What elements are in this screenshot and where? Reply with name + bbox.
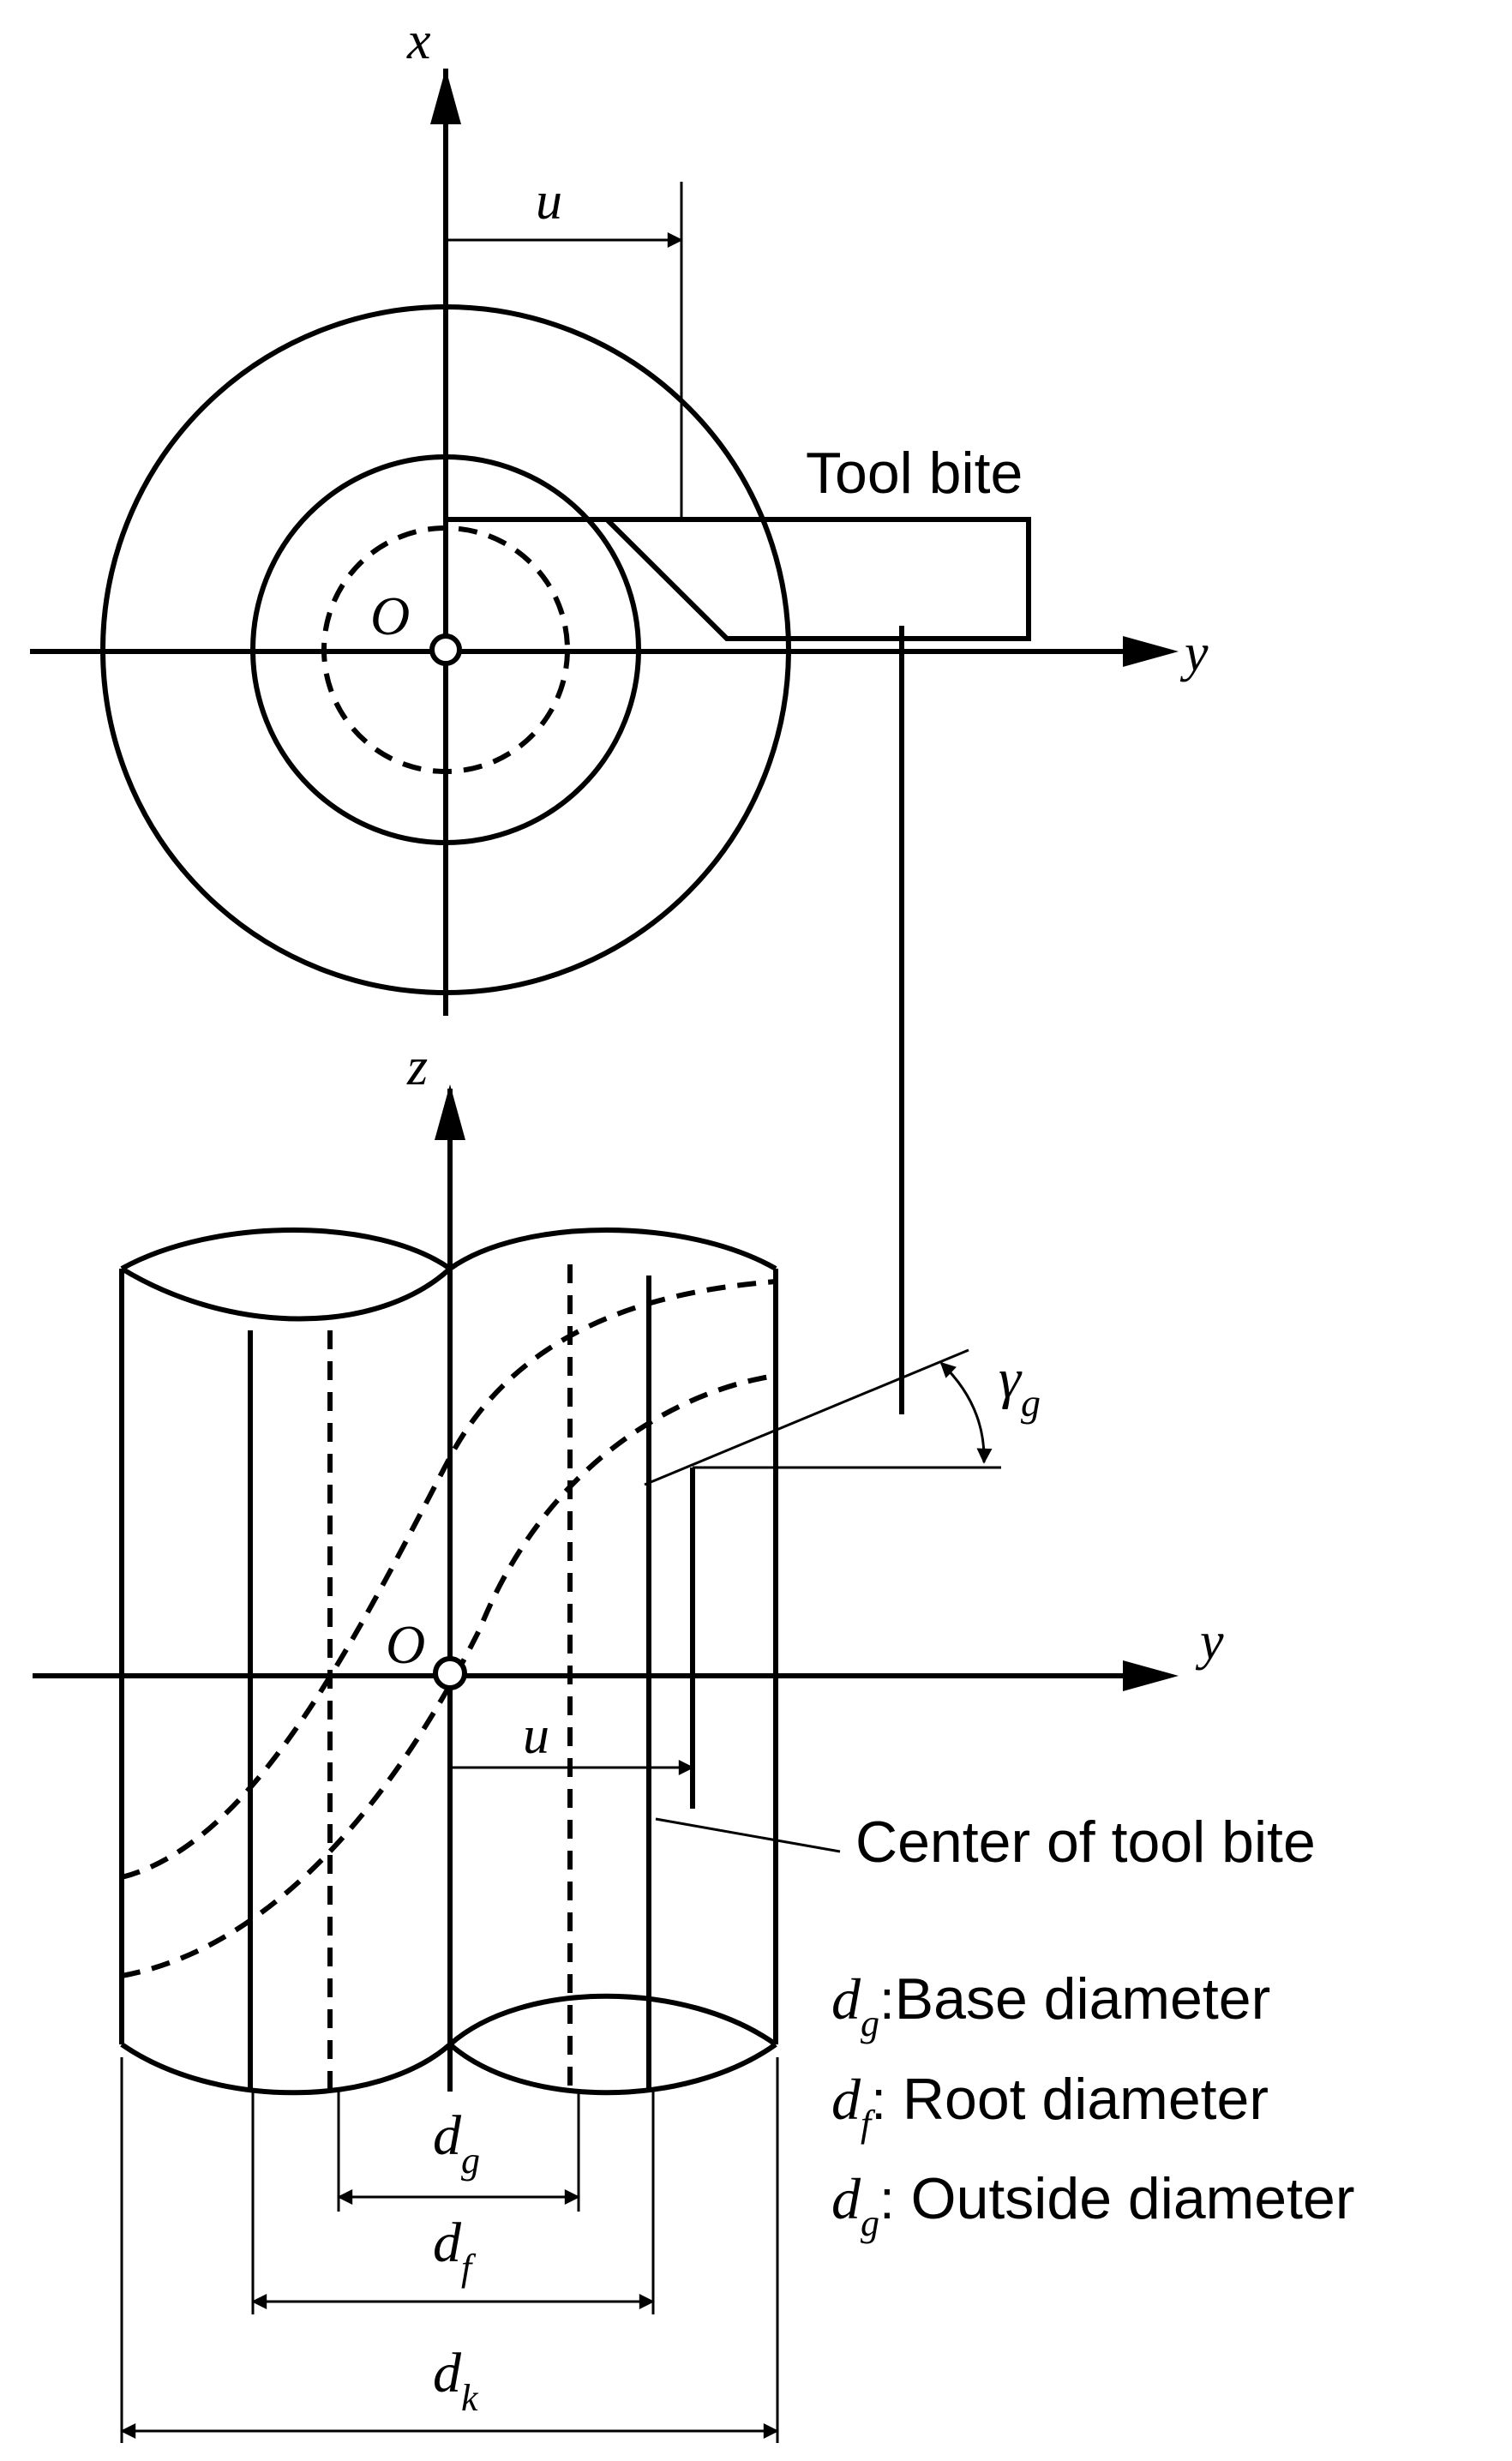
top-view <box>30 69 1179 1414</box>
origin-label-bottom: O <box>386 1614 425 1675</box>
gamma-symbol: γ <box>999 1348 1023 1410</box>
x-axis-arrowhead <box>430 69 461 124</box>
y-axis-bottom-arrowhead <box>1123 1660 1179 1691</box>
tool-bite <box>446 517 1031 641</box>
cylinder-top-inner <box>120 1266 453 1322</box>
origin-point-top <box>429 633 462 666</box>
axis-z-label: z <box>406 1038 428 1096</box>
legend-outside-diameter: dg: Outside diameter <box>831 2166 1354 2244</box>
helix-curve-1 <box>121 1279 777 1880</box>
gamma-angle-arc <box>939 1361 993 1464</box>
cylinder-bottom-inner <box>448 1993 777 2047</box>
gamma-label: γg <box>999 1348 1041 1425</box>
axis-y-label-bottom: y <box>1195 1612 1224 1671</box>
tool-tilt-line <box>644 1348 969 1486</box>
z-axis-arrowhead <box>435 1084 465 1140</box>
axis-x-label: x <box>406 12 431 70</box>
bottom-view <box>33 1084 1179 2443</box>
center-of-tool-bite-label: Center of tool bite <box>855 1810 1316 1875</box>
helix-curve-2 <box>121 1373 777 1978</box>
origin-label-top: O <box>370 585 410 646</box>
u-label-top: u <box>536 172 562 231</box>
labels: x y O u Tool bite z y O u γg Center of t… <box>370 12 1354 2419</box>
tool-bite-label: Tool bite <box>806 441 1023 506</box>
gamma-subscript: g <box>1021 1381 1041 1425</box>
center-leader-line <box>655 1817 841 1853</box>
y-axis-top-arrowhead <box>1123 636 1179 667</box>
legend-root-diameter: df: Root diameter <box>831 2067 1269 2145</box>
u-label-bottom: u <box>523 1707 549 1765</box>
axis-y-label-top: y <box>1179 624 1209 682</box>
legend-base-diameter: dg:Base diameter <box>831 1966 1270 2044</box>
dimension-dg-label: dg <box>433 2104 480 2182</box>
dimension-dk-label: dk <box>433 2342 479 2419</box>
dimension-df-label: df <box>433 2212 477 2289</box>
origin-point-bottom <box>433 1656 467 1690</box>
